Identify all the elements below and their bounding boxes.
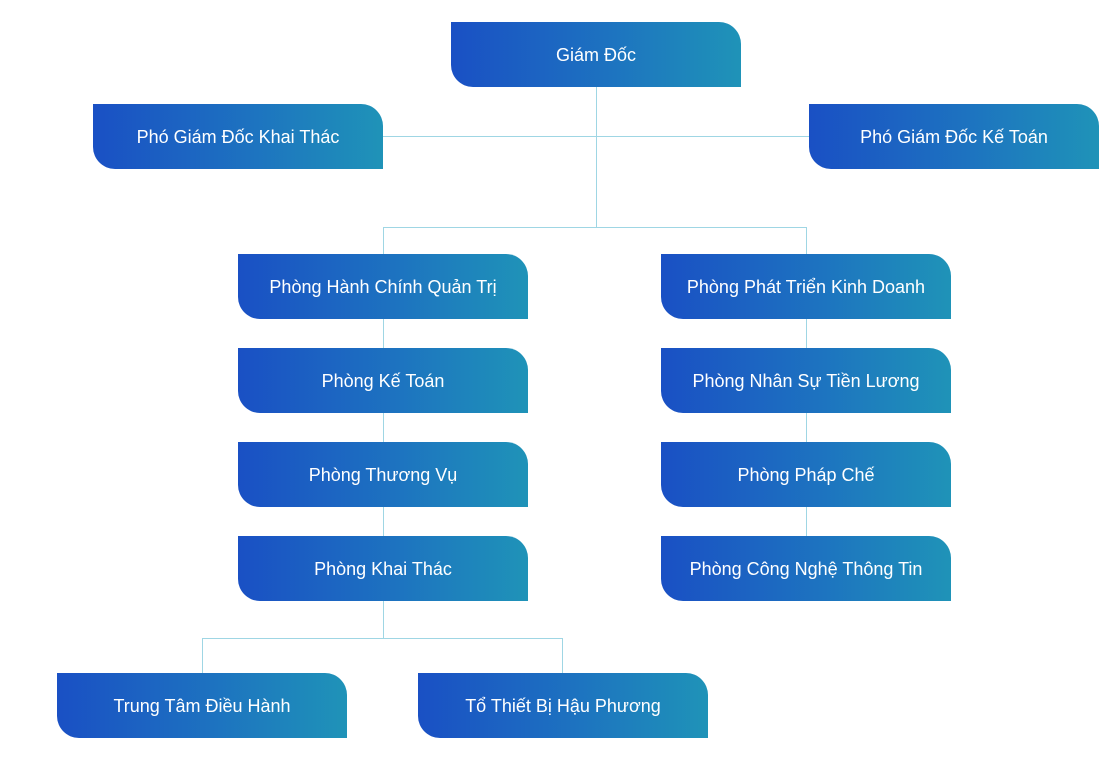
- node-left-dept-2-label: Phòng Kế Toán: [321, 370, 445, 391]
- node-deputy-right-label: Phó Giám Đốc Kế Toán: [860, 126, 1048, 147]
- node-deputy-right[interactable]: Phó Giám Đốc Kế Toán: [809, 104, 1099, 169]
- node-subunit-2-label: Tổ Thiết Bị Hậu Phương: [465, 695, 661, 716]
- node-deputy-left-label: Phó Giám Đốc Khai Thác: [136, 126, 340, 147]
- node-right-dept-3-label: Phòng Pháp Chế: [737, 464, 875, 485]
- node-left-dept-1-label: Phòng Hành Chính Quản Trị: [269, 276, 497, 297]
- node-director-label: Giám Đốc: [555, 44, 636, 65]
- node-right-dept-1[interactable]: Phòng Phát Triển Kinh Doanh: [661, 254, 951, 319]
- node-subunit-1[interactable]: Trung Tâm Điều Hành: [57, 673, 347, 738]
- node-left-dept-2[interactable]: Phòng Kế Toán: [238, 348, 528, 413]
- node-left-dept-3-label: Phòng Thương Vụ: [308, 464, 458, 485]
- node-left-dept-4[interactable]: Phòng Khai Thác: [238, 536, 528, 601]
- node-right-dept-1-label: Phòng Phát Triển Kinh Doanh: [686, 276, 926, 297]
- node-director[interactable]: Giám Đốc: [451, 22, 741, 87]
- node-left-dept-4-label: Phòng Khai Thác: [314, 558, 452, 579]
- node-right-dept-4[interactable]: Phòng Công Nghệ Thông Tin: [661, 536, 951, 601]
- node-right-dept-3[interactable]: Phòng Pháp Chế: [661, 442, 951, 507]
- node-right-dept-4-label: Phòng Công Nghệ Thông Tin: [689, 558, 923, 579]
- node-left-dept-1[interactable]: Phòng Hành Chính Quản Trị: [238, 254, 528, 319]
- node-subunit-2[interactable]: Tổ Thiết Bị Hậu Phương: [418, 673, 708, 738]
- node-left-dept-3[interactable]: Phòng Thương Vụ: [238, 442, 528, 507]
- node-subunit-1-label: Trung Tâm Điều Hành: [113, 695, 291, 716]
- node-right-dept-2-label: Phòng Nhân Sự Tiền Lương: [692, 370, 920, 391]
- node-deputy-left[interactable]: Phó Giám Đốc Khai Thác: [93, 104, 383, 169]
- node-right-dept-2[interactable]: Phòng Nhân Sự Tiền Lương: [661, 348, 951, 413]
